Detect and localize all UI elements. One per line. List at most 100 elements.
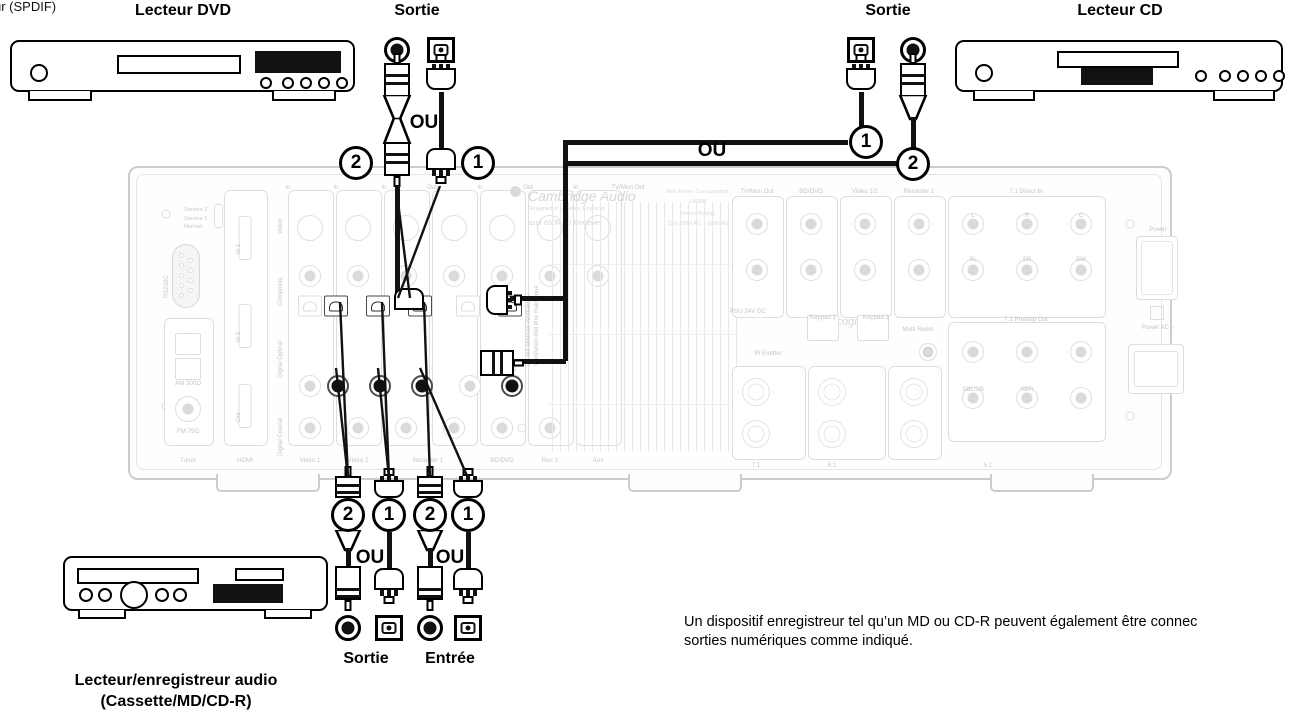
dvd-player-chassis xyxy=(10,40,355,92)
hdmi-in1-port xyxy=(238,216,252,260)
optical-port-recorder1-in[interactable] xyxy=(324,295,348,317)
analog-l-1 xyxy=(299,417,321,439)
optical-port-rec2[interactable] xyxy=(456,295,480,317)
ch-label-c: C xyxy=(1078,212,1084,219)
aux-group-label: Aux xyxy=(592,457,604,464)
cd-button-3 xyxy=(1237,70,1249,82)
keypad2-label: Keypad 2 xyxy=(862,314,890,321)
dvd-optical-plug-bottom xyxy=(426,148,456,184)
optical-port-recorder1-out[interactable] xyxy=(366,295,390,317)
power-switch[interactable] xyxy=(1136,236,1178,300)
recorder-optical-in-jack[interactable] xyxy=(454,615,482,641)
brand-logo-icon xyxy=(510,186,521,197)
digital-coaxial-column-label: Digital Coaxial xyxy=(278,417,284,456)
grp-preamp-out xyxy=(948,322,1106,442)
recorder-coax-in-jack[interactable] xyxy=(417,615,443,641)
recorder-coax-out-jack[interactable] xyxy=(335,615,361,641)
cd-player-chassis xyxy=(955,40,1285,92)
svideo-port-4 xyxy=(441,215,467,241)
keypad1-port xyxy=(807,315,839,341)
screw-hole-left xyxy=(161,209,171,219)
out-port-r2c3 xyxy=(854,259,876,281)
svideo-port-5 xyxy=(489,215,515,241)
service-1-label: Service 1 xyxy=(184,215,208,222)
speaker-row-71: 7.1 xyxy=(751,462,761,469)
screw-hole-right xyxy=(1125,219,1135,229)
ch-label-sr: SR xyxy=(1022,256,1032,263)
binding-post-2 xyxy=(742,420,770,448)
recorder-button-4 xyxy=(173,588,187,602)
cd-coax-plug xyxy=(900,53,926,97)
hdmi-group-label: HDMI xyxy=(237,457,253,464)
bddvd-out-label: BD/DVD xyxy=(799,188,823,195)
out-port-r1c2 xyxy=(800,213,822,235)
hdmi-in2-label: In 2 xyxy=(236,331,242,342)
hdmi-out-label: Out xyxy=(236,412,242,422)
dvd-coax-plug-top xyxy=(384,53,410,97)
recorder-optical-out-jack[interactable] xyxy=(375,615,403,641)
out-port-r1c3 xyxy=(854,213,876,235)
svideo-port-1 xyxy=(297,215,323,241)
cd-foot-right xyxy=(1213,91,1275,101)
optical-port-video1[interactable] xyxy=(298,295,322,317)
preamp-sbl xyxy=(962,387,984,409)
rec-out-opt-plug-device xyxy=(374,568,404,604)
recorder-button-1 xyxy=(79,588,93,602)
spec-consumption-label: Max Power Consumption: xyxy=(665,189,731,195)
cd-coax-plug-receiver xyxy=(480,350,524,376)
cd-button-4 xyxy=(1255,70,1267,82)
direct-in-sw xyxy=(1070,259,1092,281)
recorder-label-line1: Lecteur/enregistreur audio xyxy=(74,672,278,689)
coax-port-bddvd[interactable] xyxy=(411,375,433,397)
rec-out-opt-plug-receiver xyxy=(374,468,404,498)
service-switch[interactable] xyxy=(214,204,223,228)
coax-port-recorder1-out[interactable] xyxy=(369,375,391,397)
cd-optical-cable-to-port xyxy=(510,296,566,301)
vent-warning-line1: Do not obstruct ventilation / xyxy=(526,293,532,366)
badge-rec-in-coax: 2 xyxy=(413,498,447,532)
row-label-out-1: Out xyxy=(427,184,437,191)
direct-in-c xyxy=(1070,213,1092,235)
rec-in-opt-cable xyxy=(466,532,471,568)
composite-port-5 xyxy=(491,265,513,287)
svideo-port-2 xyxy=(345,215,371,241)
recorder-foot-right xyxy=(264,610,312,619)
binding-post-3 xyxy=(818,378,846,406)
badge-dvd-coax: 2 xyxy=(339,146,373,180)
badge-cd-coax: 2 xyxy=(896,147,930,181)
cd-optical-plug xyxy=(846,54,876,90)
iec-power-inlet xyxy=(1128,344,1184,394)
am-antenna-port-2 xyxy=(175,358,201,380)
rec-out-coax-plug-receiver xyxy=(335,466,361,498)
preamp-out-label: 7.1 Preamp Out xyxy=(1004,316,1048,323)
video-column-label: Video xyxy=(278,218,284,234)
row-label-in-4: In xyxy=(477,184,483,191)
analog-l-4 xyxy=(443,417,465,439)
rec-in-coax-cable xyxy=(428,548,433,566)
cd-display xyxy=(1081,68,1153,85)
cd-player-label: Lecteur CD xyxy=(1077,2,1163,19)
cd-button-2 xyxy=(1219,70,1231,82)
power-label: Power xyxy=(1149,226,1167,233)
recorder-label-line2: (Cassette/MD/CD-R) xyxy=(100,693,252,710)
out-port-r2c1 xyxy=(746,259,768,281)
hdmi-in1-label: In 1 xyxy=(236,243,242,254)
ventilation-grille xyxy=(548,202,738,452)
receiver-optical-plug-bddvd xyxy=(394,288,424,310)
tuner-group-label: Tuner xyxy=(180,457,196,464)
coax-port-video1[interactable] xyxy=(299,375,321,397)
dvd-output-label: Sortie xyxy=(394,2,440,19)
recorder-output-label: Sortie xyxy=(343,650,389,667)
receiver-foot-right xyxy=(990,474,1094,492)
am-label: AM 300Ω xyxy=(175,380,201,387)
grp-speakers-71 xyxy=(732,366,806,460)
recorder1-group-label: Recorder 1 xyxy=(412,457,444,464)
rec2-group-label: Rec 2 xyxy=(541,457,559,464)
video2-group-label: Video 2 xyxy=(347,457,369,464)
binding-post-6 xyxy=(900,420,928,448)
rec-in-coax-plug-receiver xyxy=(417,466,443,498)
out-port-r1c4 xyxy=(908,213,930,235)
coax-port-rec2[interactable] xyxy=(459,375,481,397)
coax-port-recorder1-in[interactable] xyxy=(327,375,349,397)
coax-port-cd[interactable] xyxy=(501,375,523,397)
